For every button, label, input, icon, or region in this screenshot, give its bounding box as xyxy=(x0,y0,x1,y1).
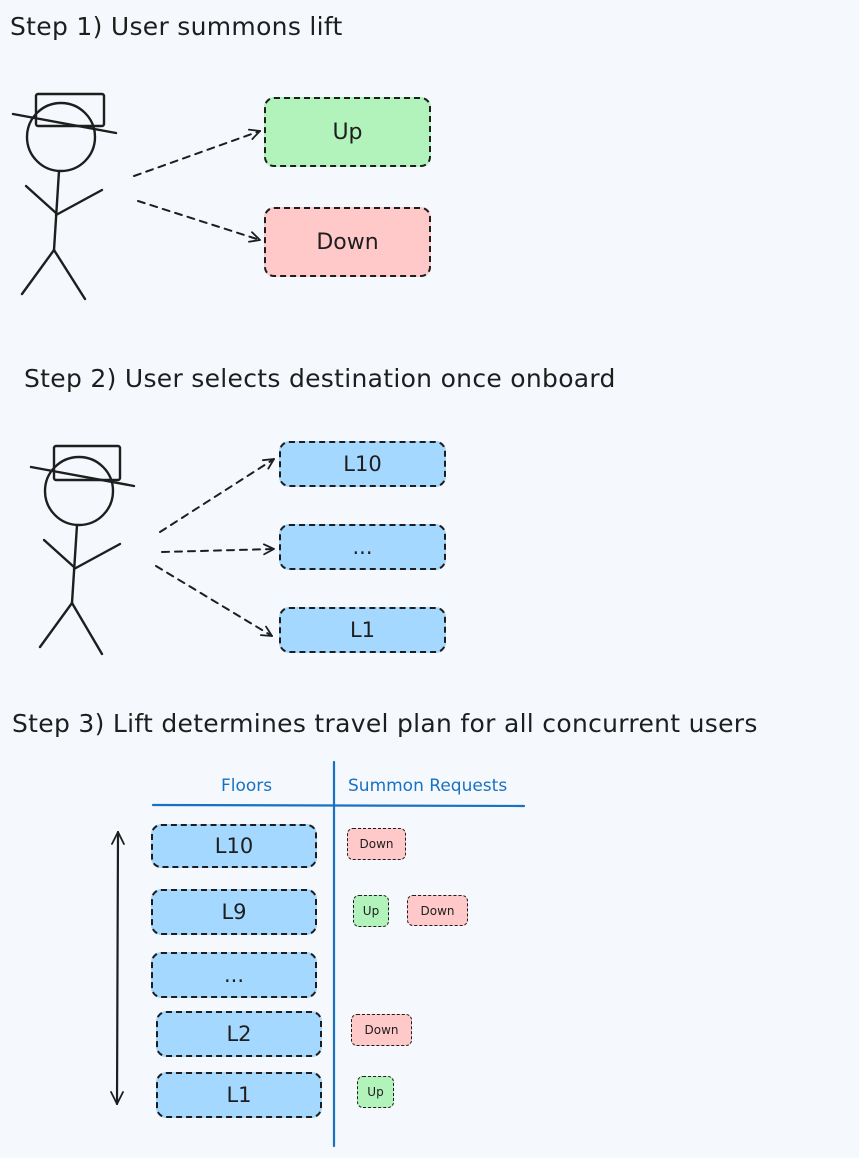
arrow-to-down xyxy=(137,200,261,243)
head-icon xyxy=(25,101,97,173)
request-tag-l1-up: Up xyxy=(357,1076,394,1108)
request-tag-l9-down: Down xyxy=(407,895,468,926)
head-icon xyxy=(43,455,115,527)
travel-direction-arrow xyxy=(110,830,125,1106)
step-2-arrows xyxy=(155,458,275,637)
stick-figure-1 xyxy=(11,92,118,301)
floor-option-ellipsis: ... xyxy=(279,524,446,570)
request-tag-l2-down: Down xyxy=(351,1014,412,1046)
floor-option-l1: L1 xyxy=(279,607,446,653)
hat-icon xyxy=(34,92,106,128)
floor-row-l9: L9 xyxy=(151,889,317,935)
request-tag-l10-down: Down xyxy=(347,828,406,860)
step-1-title: Step 1) User summons lift xyxy=(10,12,343,41)
table-header-rule xyxy=(151,803,526,808)
arrow-to-ellipsis xyxy=(161,543,275,556)
stick-figure-2 xyxy=(29,444,136,656)
requests-column-header: Summon Requests xyxy=(348,776,508,796)
arrow-to-up xyxy=(133,128,261,177)
down-button: Down xyxy=(264,207,431,277)
hat-icon xyxy=(52,444,122,482)
floor-row-l2: L2 xyxy=(156,1011,322,1057)
step-2-title: Step 2) User selects destination once on… xyxy=(24,364,616,393)
arrow-to-l1 xyxy=(155,565,273,637)
up-button: Up xyxy=(264,97,431,167)
floor-row-l1: L1 xyxy=(156,1072,322,1118)
floor-row-l10: L10 xyxy=(151,824,317,868)
step-1-arrows xyxy=(133,128,261,243)
step-3-title: Step 3) Lift determines travel plan for … xyxy=(12,709,758,738)
request-tag-l9-up: Up xyxy=(353,895,389,927)
arrow-to-l10 xyxy=(159,458,275,533)
floor-row-ellipsis: ... xyxy=(151,952,317,998)
floor-option-l10: L10 xyxy=(279,441,446,487)
floors-column-header: Floors xyxy=(221,776,273,796)
